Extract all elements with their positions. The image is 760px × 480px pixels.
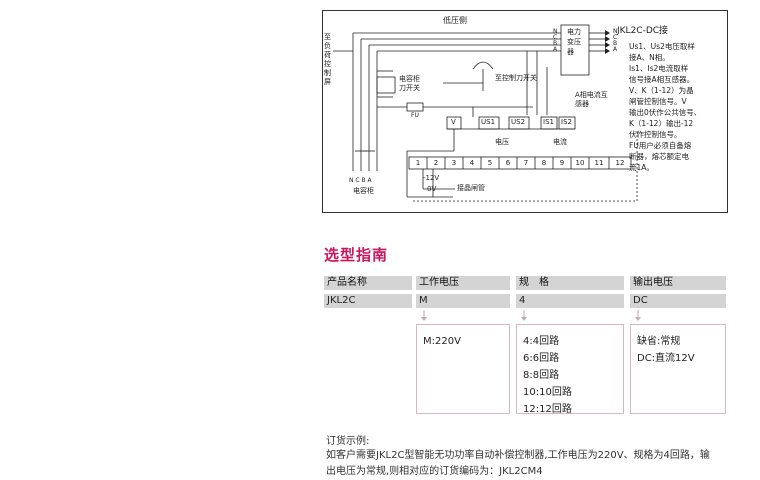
fuse-label: FU: [411, 112, 419, 119]
phase-top-n: N: [553, 28, 558, 35]
terminal-5: 5: [487, 159, 493, 167]
phases-right: N C B A: [613, 29, 618, 53]
capacitor-knife-switch-label: 电容柜刀开关: [399, 75, 420, 92]
note-line: FU用户必须自备熔: [629, 141, 692, 150]
current-label: 电流: [553, 138, 567, 146]
note-line: Us1、Us2电压取样: [629, 42, 695, 51]
wiring-notes: Us1、Us2电压取样接A、N相。 Is1、Is2电流取样信号接A相互感器。 V、K…: [629, 41, 725, 173]
note-line: Is1、Is2电流取样: [629, 64, 689, 73]
arrow-down-icon: [521, 310, 527, 321]
spec-option: 8:8回路: [523, 370, 560, 381]
arrow-down-icon: [635, 310, 641, 321]
load-panel-label: 至负荷控制屏: [324, 33, 331, 86]
terminal-is1: IS1: [543, 118, 554, 126]
spec-option: 4:4回路: [523, 336, 560, 347]
zero-v-label: 0V: [427, 185, 437, 193]
note-line: 输出0伏作公共信号、: [629, 108, 702, 117]
note-line: V、K（1-12）为晶: [629, 86, 694, 95]
terminal-2: 2: [433, 159, 439, 167]
phase-top-c: C: [553, 34, 558, 41]
note-line: 闸管控制信号。V: [629, 97, 687, 106]
arrow-down-icon: [421, 310, 427, 321]
value-specification: 4: [516, 294, 624, 308]
phase-right-n: N: [613, 28, 618, 35]
phase-top-a: A: [553, 46, 558, 53]
section-title: 选型指南: [324, 246, 389, 264]
note-line: 断器，熔芯额定电: [629, 152, 689, 161]
wiring-diagram: 低压侧 至负荷控制屏 电容柜刀开关 至控制刀开关 电力变压器 A相电流互感器 N…: [322, 10, 728, 213]
phase-right-b: B: [613, 40, 618, 47]
transformer-label: 电力变压器: [567, 28, 581, 56]
model-label: JKL2C-DC接: [617, 26, 669, 36]
note-line: K（1-12）输出-12: [629, 119, 694, 128]
output-options-box: 缺省:常规 DC:直流12V: [630, 324, 726, 414]
ct-label: A相电流互感器: [575, 91, 608, 108]
order-example-label: 订货示例:: [326, 436, 370, 447]
phase-top-b: B: [553, 40, 558, 47]
terminal-10: 10: [575, 159, 585, 167]
wiring-diagram-svg: [333, 24, 638, 202]
terminal-v: V: [451, 118, 456, 126]
voltage-option: M:220V: [423, 336, 461, 347]
value-product-name: JKL2C: [324, 294, 412, 308]
terminal-us2: US2: [511, 118, 526, 126]
spec-option: 6:6回路: [523, 353, 560, 364]
terminal-12: 12: [615, 159, 625, 167]
bottom-phases: N C B A: [349, 177, 372, 184]
voltage-label: 电压: [495, 138, 509, 146]
header-working-voltage: 工作电压: [416, 276, 510, 290]
terminal-9: 9: [559, 159, 565, 167]
order-line-2: 出电压为常规,则相对应的订货编码为：JKL2CM4: [326, 466, 543, 477]
spec-option: 10:10回路: [523, 387, 572, 398]
thyristor-label: 接晶闸管: [457, 184, 485, 192]
main-knife-switch-label: 至控制刀开关: [495, 74, 537, 82]
neg-12v-label: -12V: [423, 174, 440, 182]
voltage-options-box: M:220V: [416, 324, 510, 414]
phases-top: N C B A: [553, 29, 558, 53]
header-output-voltage: 输出电压: [630, 276, 726, 290]
terminal-6: 6: [505, 159, 511, 167]
header-product-name: 产品名称: [324, 276, 412, 290]
phase-right-a: A: [613, 46, 618, 53]
terminal-8: 8: [541, 159, 547, 167]
note-line: 伏作控制信号。: [629, 130, 682, 139]
note-line: 流1A。: [629, 163, 654, 172]
value-output-voltage: DC: [630, 294, 726, 308]
capacitor-cabinet-label: 电容柜: [353, 187, 374, 195]
output-option: 缺省:常规: [637, 336, 681, 347]
low-voltage-side-label: 低压侧: [443, 16, 467, 25]
terminal-7: 7: [523, 159, 529, 167]
phase-right-c: C: [613, 34, 618, 41]
terminal-4: 4: [469, 159, 475, 167]
terminal-3: 3: [451, 159, 457, 167]
terminal-1: 1: [415, 159, 421, 167]
spec-option: 12:12回路: [523, 404, 572, 415]
note-line: 接A、N相。: [629, 53, 670, 62]
value-working-voltage: M: [416, 294, 510, 308]
terminal-11: 11: [594, 159, 604, 167]
terminal-us1: US1: [481, 118, 496, 126]
output-option: DC:直流12V: [637, 353, 695, 364]
spec-options-box: 4:4回路 6:6回路 8:8回路 10:10回路 12:12回路: [516, 324, 624, 415]
terminal-is2: IS2: [561, 118, 572, 126]
header-specification: 规 格: [516, 276, 624, 290]
order-example-text: 如客户需要JKL2C型智能无功功率自动补偿控制器,工作电压为220V、规格为4回…: [326, 448, 740, 480]
note-line: 信号接A相互感器。: [629, 75, 695, 84]
order-line-1: 如客户需要JKL2C型智能无功功率自动补偿控制器,工作电压为220V、规格为4回…: [326, 450, 710, 461]
